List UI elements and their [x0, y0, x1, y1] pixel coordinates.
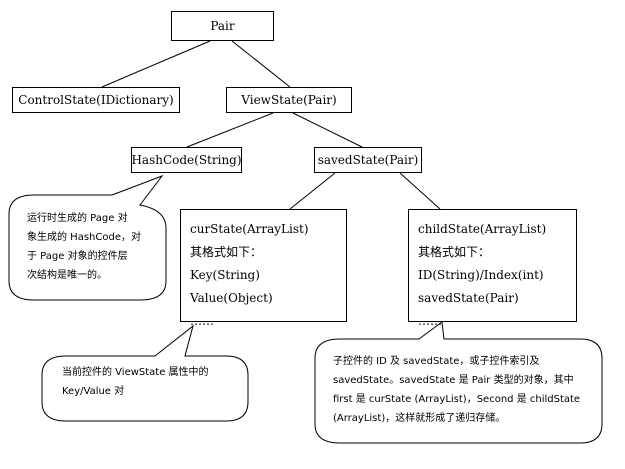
cur-state-node: curState(ArrayList) 其格式如下： Key(String) V… — [180, 209, 347, 328]
child-state-line: 其格式如下： — [418, 245, 491, 259]
hash-code-label: HashCode(String) — [131, 153, 242, 167]
cur-state-line: Key(String) — [190, 268, 260, 282]
viewstate-note-line: 当前控件的 ViewState 属性中的 — [62, 367, 209, 378]
view-state-label: ViewState(Pair) — [241, 93, 337, 107]
childstate-callout-shape — [314, 321, 603, 444]
control-state-label: ControlState(IDictionary) — [18, 93, 174, 107]
edge-viewstate-hashcode — [186, 112, 274, 148]
child-state-line: …… — [418, 314, 442, 328]
child-state-line: savedState(Pair) — [418, 291, 519, 305]
edge-savedstate-curstate — [289, 172, 336, 210]
saved-state-label: savedState(Pair) — [317, 153, 419, 167]
childstate-note-line: 子控件的 ID 及 savedState，或子控件索引及 — [333, 356, 540, 367]
childstate-note-line: (ArrayList)，这样就形成了递归存储。 — [333, 413, 506, 424]
edge-pair-controlstate — [101, 40, 211, 88]
control-state-node: ControlState(IDictionary) — [12, 87, 180, 113]
child-state-node: childState(ArrayList) 其格式如下： ID(String)/… — [408, 209, 577, 328]
edge-viewstate-savedstate — [292, 112, 363, 148]
child-state-line: childState(ArrayList) — [418, 222, 547, 236]
viewstate-note-line: Key/Value 对 — [62, 386, 125, 397]
pair-label: Pair — [210, 19, 235, 33]
saved-state-node: savedState(Pair) — [314, 147, 422, 173]
edge-savedstate-childstate — [399, 172, 441, 210]
childstate-note-line: first 是 curState (ArrayList)，Second 是 ch… — [333, 394, 581, 405]
edge-pair-viewstate — [231, 40, 291, 88]
childstate-note-line: savedState。savedState 是 Pair 类型的对象，其中 — [333, 375, 574, 386]
hashcode-note-line: 次结构是唯一的。 — [27, 270, 107, 281]
viewstate-callout-shape — [41, 324, 249, 422]
pair-node: Pair — [171, 11, 274, 41]
hashcode-callout-text: 运行时生成的 Page 对 象生成的 HashCode，对 于 Page 对象的… — [27, 209, 141, 285]
hashcode-note-line: 运行时生成的 Page 对 — [27, 213, 128, 224]
view-state-node: ViewState(Pair) — [226, 87, 352, 113]
hashcode-callout-shape — [8, 174, 167, 301]
hashcode-note-line: 于 Page 对象的控件层 — [27, 251, 128, 262]
childstate-callout-text: 子控件的 ID 及 savedState，或子控件索引及 savedState。… — [333, 352, 580, 428]
cur-state-line: …… — [190, 314, 214, 328]
hashcode-note-line: 象生成的 HashCode，对 — [27, 232, 141, 243]
cur-state-line: curState(ArrayList) — [190, 222, 309, 236]
cur-state-line: Value(Object) — [190, 291, 273, 305]
child-state-line: ID(String)/Index(int) — [418, 268, 544, 282]
viewstate-callout-text: 当前控件的 ViewState 属性中的 Key/Value 对 — [62, 363, 209, 401]
hash-code-node: HashCode(String) — [131, 147, 242, 173]
cur-state-line: 其格式如下： — [190, 245, 263, 259]
